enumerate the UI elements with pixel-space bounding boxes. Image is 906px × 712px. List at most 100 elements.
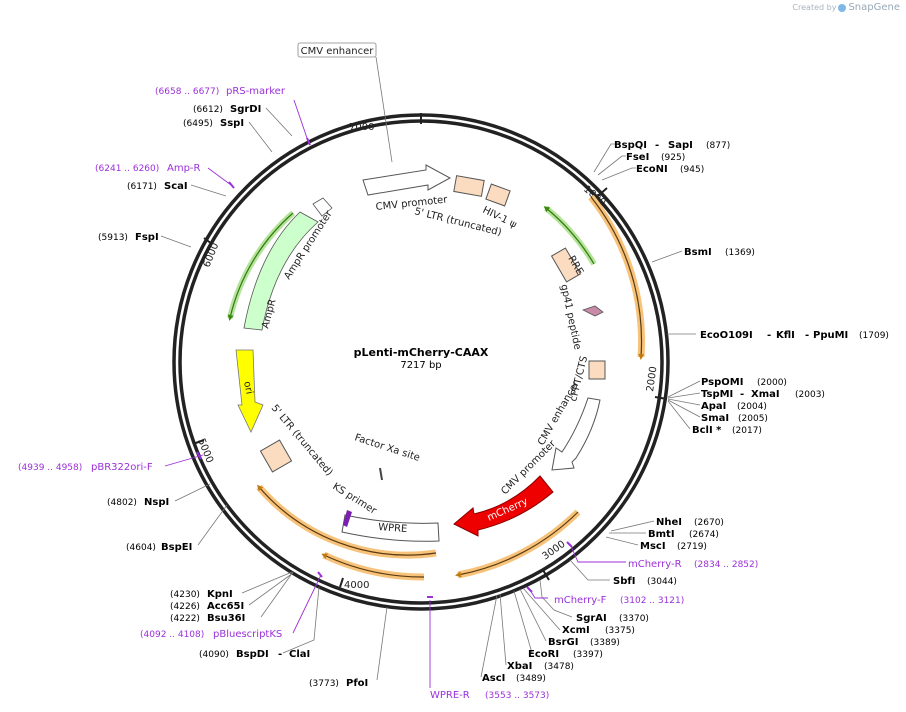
site-bspqi-pos: (877) xyxy=(706,141,730,151)
brand-name: SnapGene xyxy=(848,2,900,13)
tick-label-4000: 4000 xyxy=(344,580,369,591)
green-arrow-2 xyxy=(227,212,294,321)
site-econi-pos: (945) xyxy=(680,165,704,175)
mcherry-arrow xyxy=(453,475,554,537)
site-xbai: XbaI xyxy=(507,661,532,672)
snapgene-logo-icon xyxy=(838,3,847,12)
site-sgrai: SgrAI xyxy=(576,613,607,624)
primer-wpre-r: WPRE-R xyxy=(430,690,470,701)
primer-mcherry-f: mCherry-F xyxy=(554,595,607,606)
tick-4000 xyxy=(339,577,344,588)
site-nhei-pos: (2670) xyxy=(694,518,724,528)
orf-arrow-4 xyxy=(257,484,437,556)
site-bspdi-sep: - xyxy=(278,649,282,660)
site-ecoo109i-pos: (1709) xyxy=(859,331,889,341)
primer-pbr322ori-f-range: (4939 .. 4958) xyxy=(18,463,82,473)
feature-ori: ori xyxy=(241,380,254,395)
primer-amp-r-range: (6241 .. 6260) xyxy=(95,164,159,174)
plasmid-name: pLenti-mCherry-CAAX xyxy=(354,346,489,359)
orf-arrows xyxy=(256,194,645,581)
tick-2000 xyxy=(654,396,668,400)
site-ecoo109i-sep: - xyxy=(767,330,771,341)
site-sspi: SspI xyxy=(220,118,244,129)
plasmid-length: 7217 bp xyxy=(400,360,441,371)
site-msci-pos: (2719) xyxy=(677,542,707,552)
site-bcli: BclI * xyxy=(692,425,722,436)
ltr-box-left xyxy=(259,439,293,473)
primer-leaders xyxy=(164,99,626,688)
ori-arrow xyxy=(235,349,264,433)
cmv-promoter-top-arrow xyxy=(362,164,452,196)
site-apai: ApaI xyxy=(701,401,726,412)
site-bspei: BspEI xyxy=(161,542,192,553)
site-nhei: NheI xyxy=(656,517,682,528)
cppt-box xyxy=(588,360,606,380)
site-xmai: XmaI xyxy=(751,389,780,400)
primer-pbluescriptks: pBluescriptKS xyxy=(213,629,282,640)
orf-arrow-3 xyxy=(321,553,425,578)
ks-primer-marker xyxy=(343,510,352,527)
site-asci: AscI xyxy=(482,673,505,684)
site-bsu36i-pos: (4222) xyxy=(170,614,200,624)
site-fsei-pos: (925) xyxy=(661,153,685,163)
gp41-marker xyxy=(581,305,604,317)
site-kpni: KpnI xyxy=(207,589,233,600)
site-pspomi-pos: (2000) xyxy=(757,378,787,388)
site-sgrdi: SgrDI xyxy=(230,104,261,115)
site-pfoi-pos: (3773) xyxy=(309,679,339,689)
site-bsrgi-pos: (3389) xyxy=(590,638,620,648)
site-ppumi: PpuMI xyxy=(813,330,848,341)
primer-prs-marker: pRS-marker xyxy=(226,86,286,97)
site-fsei: FseI xyxy=(626,152,649,163)
tick-1000 xyxy=(597,187,608,197)
green-arrow-1 xyxy=(543,206,595,265)
orf-arrow-2 xyxy=(455,511,579,578)
cmv-callout-leader xyxy=(375,56,393,163)
factor-xa-marker xyxy=(379,467,383,481)
site-xcmi: XcmI xyxy=(562,625,590,636)
site-leaders xyxy=(160,107,701,681)
ampr-promoter-marker xyxy=(312,197,333,217)
site-sbfi: SbfI xyxy=(613,576,635,587)
site-fspi-pos: (5913) xyxy=(98,233,128,243)
site-acc65i-pos: (4226) xyxy=(170,602,200,612)
feature-factor-xa: Factor Xa site xyxy=(353,432,421,463)
tick-3000 xyxy=(542,569,550,581)
primer-prs-marker-range: (6658 .. 6677) xyxy=(155,87,219,97)
tick-6000 xyxy=(203,237,213,245)
site-clai: ClaI xyxy=(289,649,310,660)
site-msci: MscI xyxy=(640,541,666,552)
tick-5000 xyxy=(192,439,205,445)
site-sgrdi-pos: (6612) xyxy=(193,105,223,115)
site-tspmi: TspMI xyxy=(701,389,733,400)
feature-wpre: WPRE xyxy=(378,522,408,535)
hiv-psi-box xyxy=(485,183,511,207)
site-nspi: NspI xyxy=(144,497,169,508)
feature-gp41: gp41 peptide xyxy=(558,283,583,350)
primer-mcherry-r: mCherry-R xyxy=(628,559,682,570)
primer-pbr322ori-f: pBR322ori-F xyxy=(91,462,153,473)
tick-label-7000: 7000 xyxy=(349,122,374,133)
site-smai: SmaI xyxy=(701,413,729,424)
ltr-box-top xyxy=(453,175,485,197)
site-bspqi-sep: - xyxy=(655,140,659,151)
feature-ks-primer: KS primer xyxy=(330,481,378,517)
site-nspi-pos: (4802) xyxy=(107,498,137,508)
site-pfoi: PfoI xyxy=(346,678,368,689)
site-bsrgi: BsrGI xyxy=(548,637,578,648)
snapgene-brand: Created by SnapGene xyxy=(792,2,900,13)
site-tspmi-sep: - xyxy=(740,389,744,400)
brand-prefix: Created by xyxy=(792,3,837,12)
primer-mcherry-r-range: (2834 .. 2852) xyxy=(694,560,758,570)
site-sapi: SapI xyxy=(668,140,693,151)
site-sgrai-pos: (3370) xyxy=(619,614,649,624)
cmv-enhancer-callout-box xyxy=(297,42,377,58)
tick-label-2000: 2000 xyxy=(645,366,659,393)
primer-amp-r: Amp-R xyxy=(167,163,201,174)
primer-pbluescriptks-range: (4092 .. 4108) xyxy=(140,630,204,640)
site-ecori-pos: (3397) xyxy=(573,650,603,660)
site-ecoo109i: EcoO109I xyxy=(700,330,753,341)
wpre-box xyxy=(341,514,440,542)
site-apai-pos: (2004) xyxy=(737,402,767,412)
